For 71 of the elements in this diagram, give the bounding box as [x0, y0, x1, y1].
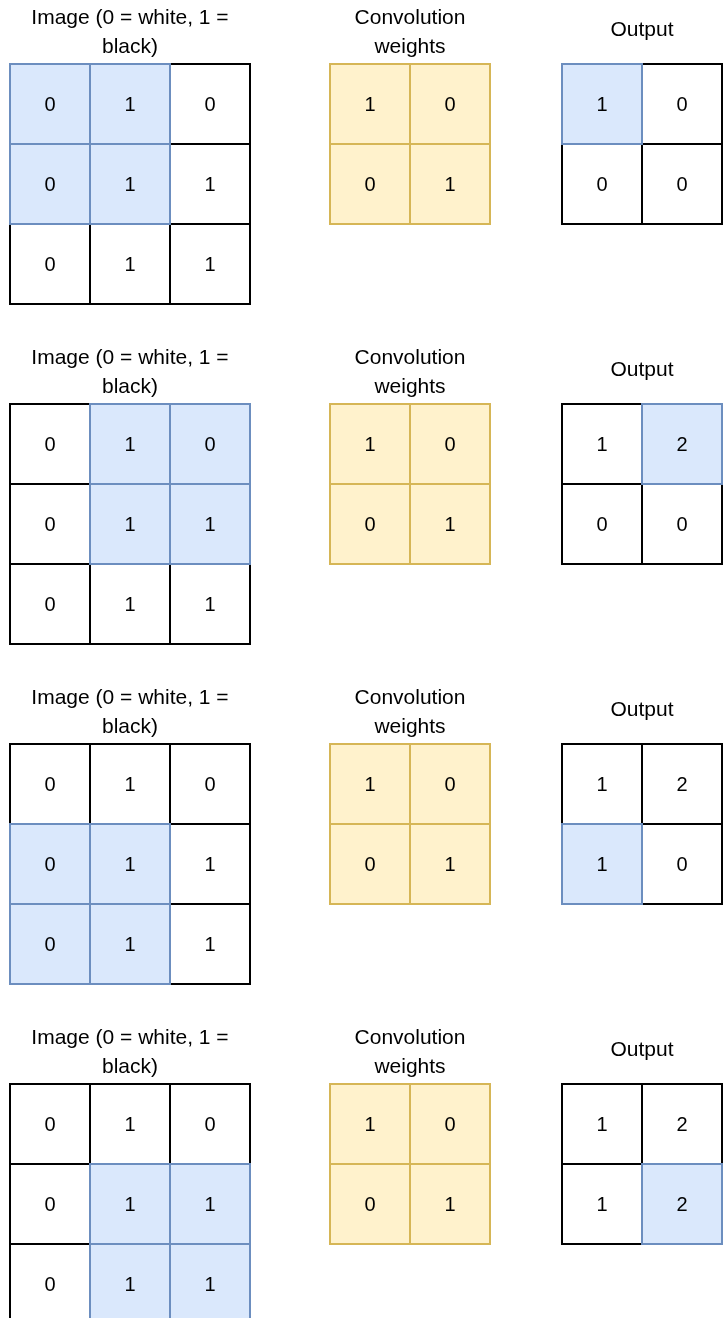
pixel-cell: 1: [169, 563, 251, 645]
grid-heading: Convolution weights: [354, 1025, 466, 1077]
output-cell: 0: [641, 823, 723, 905]
pixel-cell: 0: [169, 1083, 251, 1165]
output-cell: 0: [641, 483, 723, 565]
pixel-cell: 1: [89, 403, 171, 485]
weight-cell: 0: [409, 403, 491, 485]
output-cell: 1: [561, 63, 643, 145]
weight-cell: 0: [409, 743, 491, 825]
pixel-cell: 0: [169, 63, 251, 145]
grid-heading: Image (0 = white, 1 = black): [31, 345, 229, 397]
grid-heading: Convolution weights: [354, 5, 466, 57]
pixel-cell: 0: [169, 743, 251, 825]
output-cell: 2: [641, 403, 723, 485]
pixel-cell: 1: [169, 903, 251, 985]
pixel-cell: 1: [169, 1163, 251, 1245]
pixel-cell: 1: [169, 483, 251, 565]
pixel-cell: 1: [169, 223, 251, 305]
pixel-cell: 0: [9, 563, 91, 645]
pixel-cell: 1: [89, 823, 171, 905]
pixel-cell: 1: [89, 1243, 171, 1318]
pixel-cell: 1: [89, 903, 171, 985]
output-cell: 1: [561, 823, 643, 905]
grid-heading: Image (0 = white, 1 = black): [31, 5, 229, 57]
grid-heading: Convolution weights: [354, 685, 466, 737]
weight-cell: 1: [329, 743, 411, 825]
weight-cell: 0: [409, 63, 491, 145]
output-cell: 2: [641, 1083, 723, 1165]
weight-cell: 1: [329, 1083, 411, 1165]
pixel-cell: 1: [89, 143, 171, 225]
output-cell: 0: [641, 63, 723, 145]
output-cell: 0: [561, 483, 643, 565]
pixel-cell: 0: [9, 743, 91, 825]
weight-cell: 1: [409, 1163, 491, 1245]
weight-cell: 0: [409, 1083, 491, 1165]
pixel-cell: 1: [89, 1163, 171, 1245]
output-cell: 2: [641, 1163, 723, 1245]
weight-cell: 1: [329, 403, 411, 485]
weight-cell: 0: [329, 143, 411, 225]
output-cell: 1: [561, 743, 643, 825]
pixel-cell: 0: [169, 403, 251, 485]
weight-cell: 0: [329, 483, 411, 565]
output-cell: 0: [641, 143, 723, 225]
output-cell: 1: [561, 1083, 643, 1165]
grid-heading: Output: [610, 1037, 674, 1060]
output-cell: 0: [561, 143, 643, 225]
output-cell: 1: [561, 1163, 643, 1245]
output-cell: 2: [641, 743, 723, 825]
grid-heading: Image (0 = white, 1 = black): [31, 1025, 229, 1077]
pixel-cell: 0: [9, 903, 91, 985]
grid-heading: Output: [610, 17, 674, 40]
pixel-cell: 1: [89, 483, 171, 565]
pixel-cell: 0: [9, 223, 91, 305]
pixel-cell: 1: [169, 1243, 251, 1318]
weight-cell: 1: [409, 143, 491, 225]
pixel-cell: 0: [9, 63, 91, 145]
output-cell: 1: [561, 403, 643, 485]
grid-heading: Output: [610, 357, 674, 380]
grid-heading: Convolution weights: [354, 345, 466, 397]
pixel-cell: 0: [9, 403, 91, 485]
grid-heading: Image (0 = white, 1 = black): [31, 685, 229, 737]
pixel-cell: 0: [9, 143, 91, 225]
weight-cell: 1: [409, 483, 491, 565]
grid-heading: Output: [610, 697, 674, 720]
weight-cell: 0: [329, 823, 411, 905]
pixel-cell: 0: [9, 823, 91, 905]
pixel-cell: 1: [89, 63, 171, 145]
weight-cell: 1: [409, 823, 491, 905]
weight-cell: 1: [329, 63, 411, 145]
pixel-cell: 0: [9, 1083, 91, 1165]
weight-cell: 0: [329, 1163, 411, 1245]
